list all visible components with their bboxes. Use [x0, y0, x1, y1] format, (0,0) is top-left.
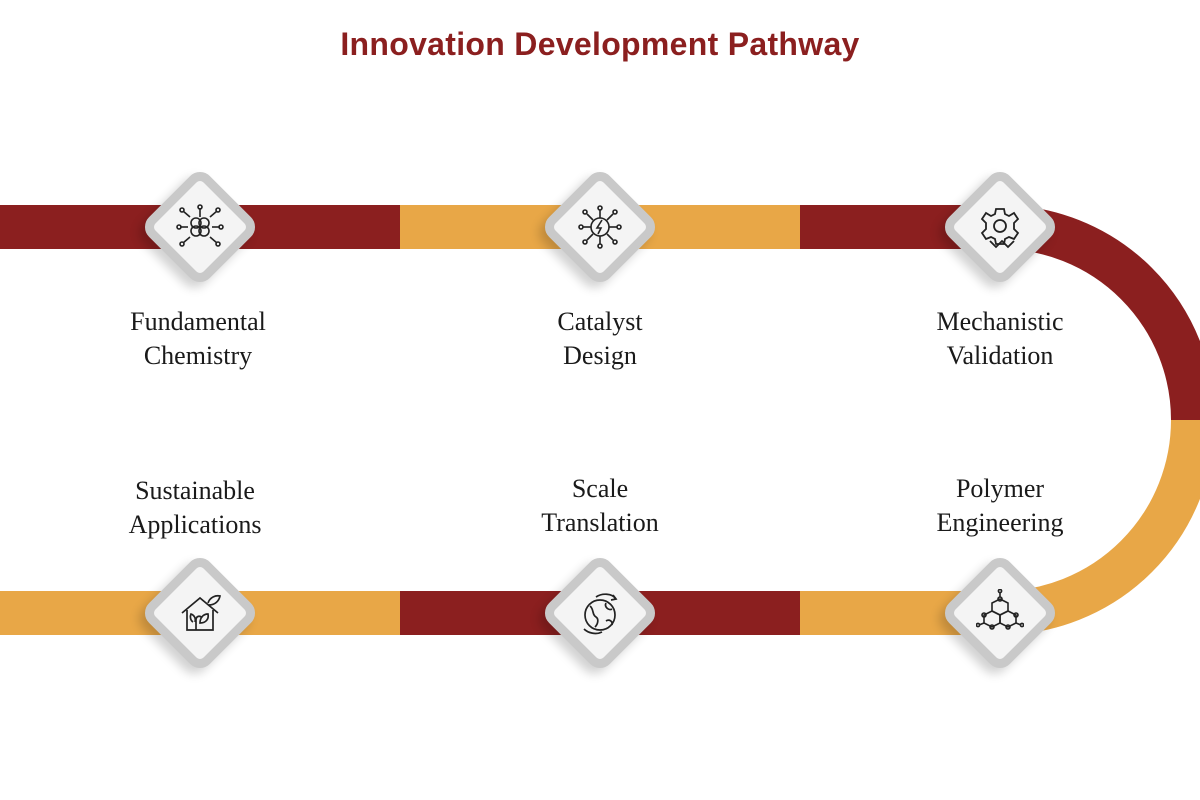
molecule-cluster-icon: [176, 204, 224, 247]
diagram-title: Innovation Development Pathway: [340, 26, 860, 62]
eco-house-icon: [181, 594, 221, 631]
globe-arrows-icon: [583, 593, 618, 635]
energy-network-icon: [578, 205, 622, 249]
step-label-polymer-engineering: Polymer Engineering: [936, 474, 1064, 537]
step-label-catalyst-design: Catalyst Design: [557, 307, 643, 370]
step-label-sustainable-applications: Sustainable Applications: [128, 476, 262, 539]
step-node-scale-translation: [538, 551, 662, 675]
step-node-catalyst-design: [538, 165, 662, 289]
hexagon-molecule-icon: [976, 589, 1024, 630]
gear-check-icon: [980, 208, 1020, 249]
step-node-sustainable-applications: [138, 551, 262, 675]
step-node-mechanistic-validation: [938, 165, 1062, 289]
step-label-fundamental-chemistry: Fundamental Chemistry: [130, 307, 266, 370]
step-node-fundamental-chemistry: [138, 165, 262, 289]
step-node-polymer-engineering: [938, 551, 1062, 675]
step-label-scale-translation: Scale Translation: [541, 474, 659, 537]
step-label-mechanistic-validation: Mechanistic Validation: [936, 307, 1064, 370]
